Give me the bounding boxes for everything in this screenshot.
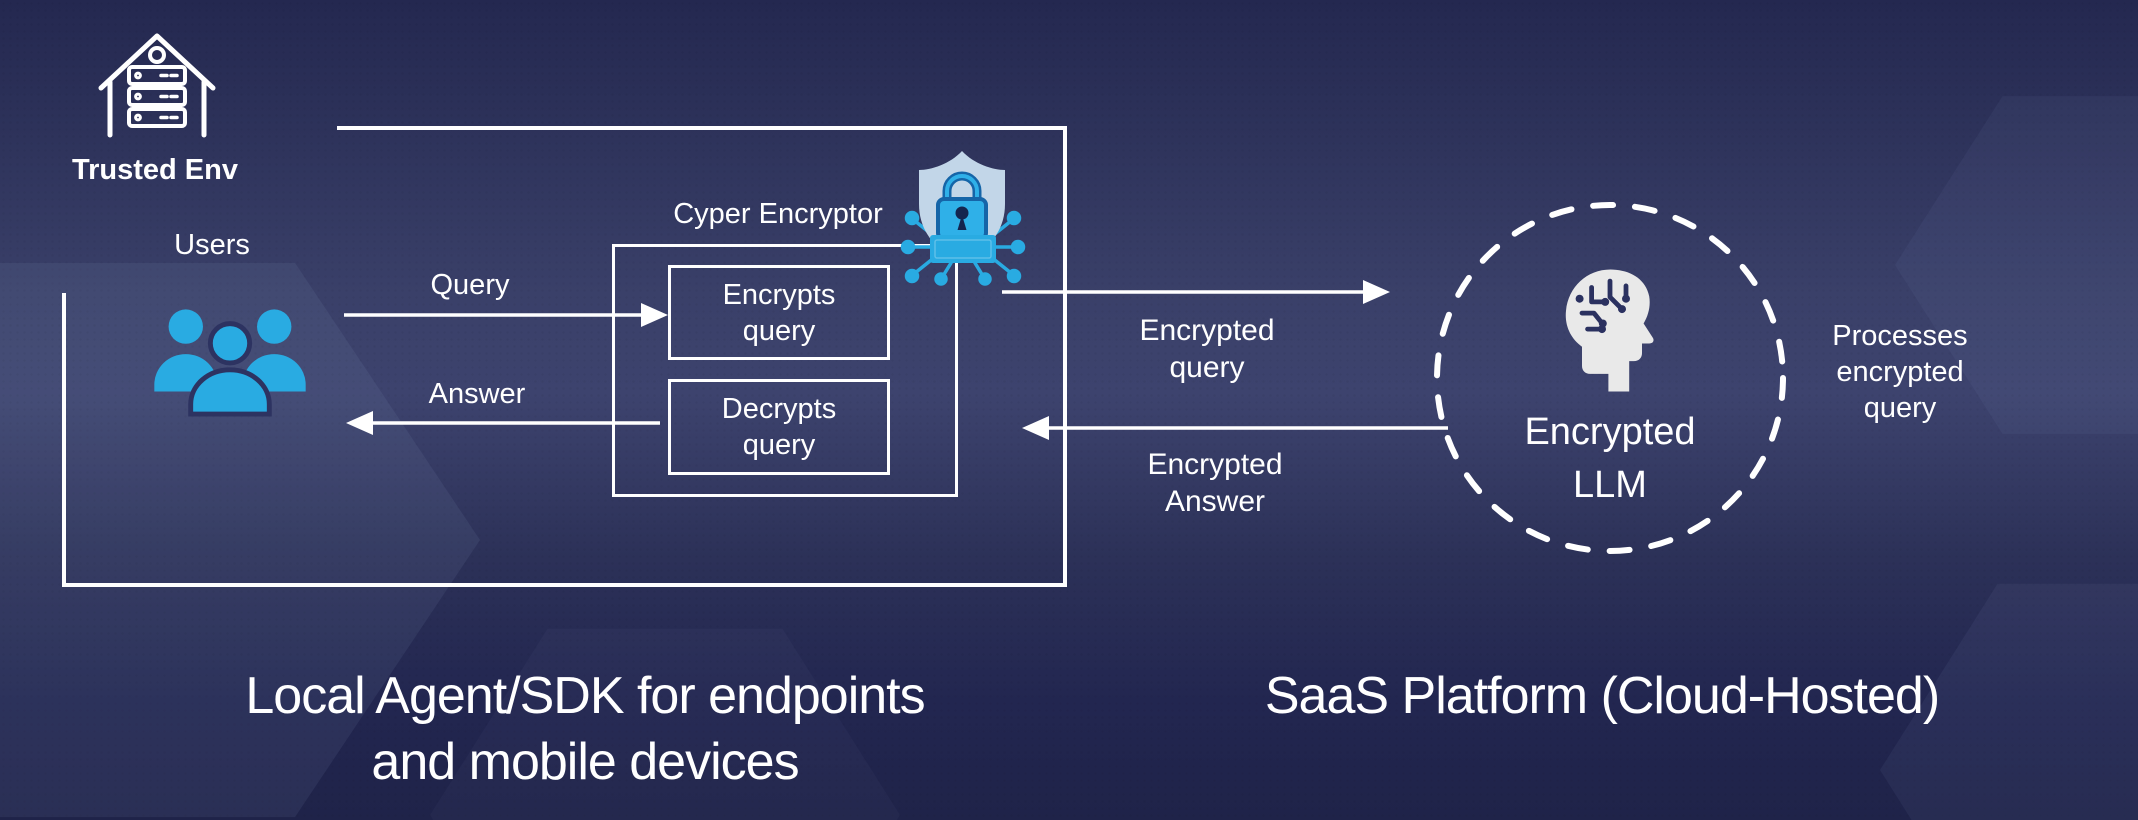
cyper-encryptor-box — [612, 244, 958, 497]
encrypted-llm-label: Encrypted LLM — [1524, 411, 1696, 506]
encrypts-query-box: Encrypts query — [668, 265, 890, 360]
local-agent-caption: Local Agent/SDK for endpoints and mobile… — [185, 663, 985, 795]
saas-platform-caption: SaaS Platform (Cloud-Hosted) — [1264, 667, 1940, 725]
decrypts-query-label: Decrypts query — [721, 393, 837, 461]
decrypts-query-box: Decrypts query — [668, 379, 890, 475]
query-arrow — [344, 303, 668, 327]
local-agent-caption-line1: Local Agent/SDK for endpoints — [245, 667, 925, 725]
answer-arrow-label: Answer — [428, 378, 526, 410]
head-circuit-icon — [1565, 269, 1654, 392]
cyper-encryptor-label: Cyper Encryptor — [673, 198, 883, 230]
house-servers-icon — [98, 33, 216, 138]
encrypted-query-arrow — [1002, 280, 1390, 304]
processes-encrypted-query-note: Processes encrypted query — [1832, 320, 1968, 424]
users-label: Users — [174, 229, 250, 261]
encrypted-query-arrow-label: Encrypted query — [1139, 314, 1275, 384]
users-group-icon — [154, 309, 306, 417]
encrypts-query-label: Encrypts query — [722, 278, 836, 347]
local-agent-boundary — [62, 126, 1067, 587]
encrypted-answer-arrow — [1022, 416, 1448, 440]
query-arrow-label: Query — [430, 269, 510, 301]
trusted-env-label: Trusted Env — [72, 154, 238, 186]
shield-lock-circuit-icon — [900, 151, 1026, 286]
answer-arrow — [346, 411, 660, 435]
local-agent-caption-line2: and mobile devices — [371, 733, 799, 791]
encrypted-answer-arrow-label: Encrypted Answer — [1147, 448, 1283, 518]
encrypted-llm-dashed-circle — [1434, 202, 1786, 554]
